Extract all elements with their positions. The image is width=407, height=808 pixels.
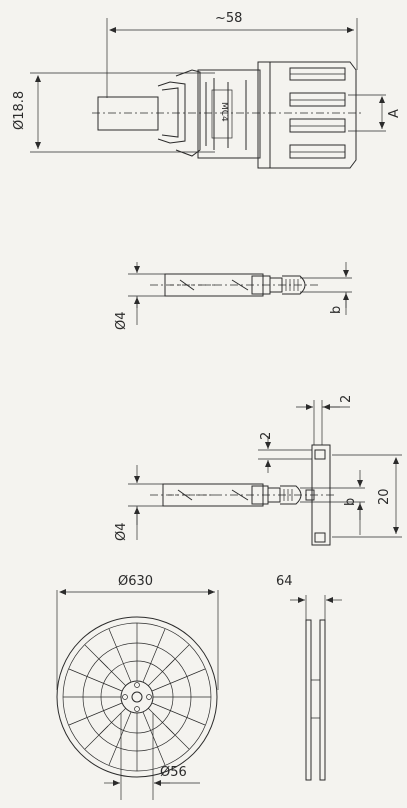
dim-a-label: A [387,109,402,118]
pin-male-view: Ø4 b [114,262,352,330]
pin-female-20-label: 20 [377,488,392,505]
pin-female-b-label: b [343,498,358,506]
reel-spokes [63,623,211,771]
reel-view: Ø630 Ø56 64 [56,574,342,800]
pin-female-diameter-label: Ø4 [114,522,129,541]
pin-male-b-label: b [329,306,344,314]
pin-female-view: Ø4 b 20 2 2 [114,395,402,546]
reel-width-label: 64 [276,574,293,589]
dim-length-label: ~58 [215,11,242,26]
connector-view: ~58 Ø18.8 MC4 A [12,11,402,169]
pin-female-2-top-label: 2 [339,395,354,403]
reel-hub-diameter-label: Ø56 [160,765,187,780]
connector-marking: MC4 [219,102,229,122]
pin-female-2-side-label: 2 [259,432,274,440]
dim-diameter-label: Ø18.8 [12,91,27,130]
reel-outer-diameter-label: Ø630 [118,574,153,589]
pin-male-diameter-label: Ø4 [114,311,129,330]
